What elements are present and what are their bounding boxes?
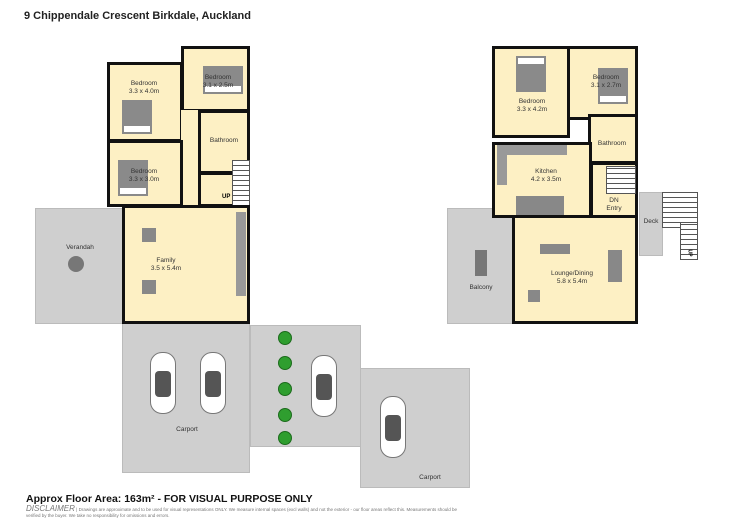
bed-icon [203, 66, 243, 94]
tree-icon [278, 431, 292, 445]
stair-up-label: UP [222, 194, 231, 200]
tree-icon [278, 408, 292, 422]
deck-label: Deck [643, 218, 659, 225]
carport-area [250, 325, 361, 447]
verandah-label: Verandah [66, 244, 94, 251]
bed-icon [118, 160, 148, 196]
car [200, 352, 226, 414]
bed-icon [516, 56, 546, 92]
disclaimer-text: | Drawings are approximate and to be use… [26, 507, 458, 518]
kitchen-island [516, 196, 564, 216]
exterior-stairs [680, 222, 698, 260]
sofa-icon [142, 228, 156, 242]
tree-icon [278, 382, 292, 396]
kitchen-bench [497, 145, 567, 155]
bed-icon [598, 68, 628, 104]
floor-area-heading: Approx Floor Area: 163m² - FOR VISUAL PU… [26, 493, 313, 505]
room-lounge-dining [512, 215, 638, 324]
tree-icon [278, 356, 292, 370]
stairs [606, 166, 636, 194]
outdoor-table [475, 250, 487, 276]
chair-icon [528, 290, 540, 302]
kitchen-bench [497, 145, 507, 185]
disclaimer: DISCLAIMER | Drawings are approximate an… [26, 504, 466, 519]
carport-right-label: Carport [419, 474, 441, 481]
tree-icon [278, 331, 292, 345]
bed-icon [122, 100, 152, 134]
kitchenette-bench [236, 212, 246, 296]
carport-left-label: Carport [176, 426, 198, 433]
car [380, 396, 406, 458]
deck [639, 192, 663, 256]
balcony-label: Balcony [469, 284, 493, 291]
sofa-icon [540, 244, 570, 254]
room-label: Bathroom [597, 140, 627, 147]
carport-left [122, 323, 250, 473]
room-family [122, 205, 250, 324]
dining-table-icon [608, 250, 622, 282]
carport-area [360, 368, 470, 488]
room-bathroom [588, 114, 638, 164]
car [150, 352, 176, 414]
sofa-icon [142, 280, 156, 294]
disclaimer-label: DISCLAIMER [26, 504, 75, 513]
room-label: Bathroom [209, 137, 239, 144]
page-title: 9 Chippendale Crescent Birkdale, Aucklan… [24, 10, 251, 22]
stairs [232, 160, 250, 206]
outdoor-table [68, 256, 84, 272]
car [311, 355, 337, 417]
stair-up-label: UP [686, 249, 693, 257]
